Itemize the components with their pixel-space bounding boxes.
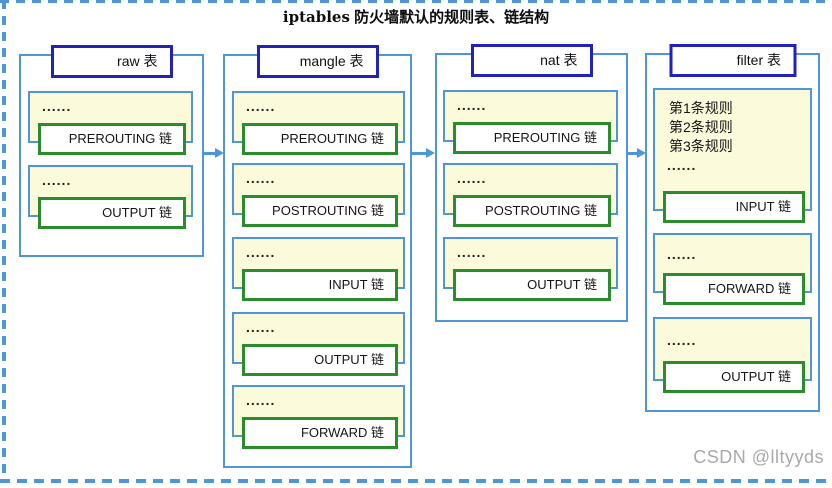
arrow-right-icon: [627, 148, 646, 158]
chain-box-mangle-forward: FORWARD 链: [242, 417, 398, 449]
ellipsis-label: ......: [42, 98, 72, 114]
table-raw-title: raw 表: [50, 45, 173, 78]
chain-group-nat-postrouting: ...... POSTROUTING 链: [443, 163, 618, 227]
chain-box-nat-output: OUTPUT 链: [453, 269, 611, 301]
table-nat: nat 表 ...... PREROUTING 链 ...... POSTROU…: [435, 44, 628, 322]
chain-box-raw-prerouting: PREROUTING 链: [38, 123, 186, 155]
table-mangle: mangle 表 ...... PREROUTING 链 ...... POST…: [223, 45, 412, 468]
chain-group-raw-prerouting: ...... PREROUTING 链: [28, 91, 193, 155]
arrow-right-icon: [412, 148, 435, 158]
ellipsis-label: ......: [246, 170, 276, 186]
chain-group-mangle-postrouting: ...... POSTROUTING 链: [232, 163, 405, 227]
ellipsis-label: ......: [667, 246, 697, 262]
ellipsis-label: ......: [246, 319, 276, 335]
ellipsis-label: ......: [457, 97, 487, 113]
ellipsis-label: ......: [246, 244, 276, 260]
rule-list: 第1条规则 第2条规则 第3条规则: [655, 90, 810, 158]
chain-box-nat-prerouting: PREROUTING 链: [453, 122, 611, 154]
table-raw: raw 表 ...... PREROUTING 链 ...... OUTPUT …: [19, 45, 204, 257]
chain-box-mangle-postrouting: POSTROUTING 链: [242, 195, 398, 227]
chain-box-filter-forward: FORWARD 链: [663, 273, 805, 305]
diagram-title: iptables 防火墙默认的规则表、链结构: [0, 6, 832, 27]
chain-box-raw-output: OUTPUT 链: [38, 197, 186, 229]
chain-group-nat-prerouting: ...... PREROUTING 链: [443, 90, 618, 154]
dashed-border-left: [2, 0, 6, 483]
chain-box-filter-output: OUTPUT 链: [663, 361, 805, 393]
chain-group-mangle-output: ...... OUTPUT 链: [232, 312, 405, 376]
chain-box-mangle-output: OUTPUT 链: [242, 344, 398, 376]
arrow-right-icon: [204, 148, 224, 158]
chain-group-mangle-forward: ...... FORWARD 链: [232, 385, 405, 449]
chain-group-raw-output: ...... OUTPUT 链: [28, 165, 193, 229]
chain-group-filter-forward: ...... FORWARD 链: [653, 233, 812, 305]
chain-group-nat-output: ...... OUTPUT 链: [443, 237, 618, 301]
ellipsis-label: ......: [457, 170, 487, 186]
dashed-border-top: [0, 0, 832, 3]
chain-group-filter-input: 第1条规则 第2条规则 第3条规则 ...... INPUT 链: [653, 88, 812, 223]
table-filter-title: filter 表: [669, 44, 796, 77]
diagram-title-prefix: iptables: [282, 8, 350, 26]
table-mangle-title: mangle 表: [256, 45, 379, 78]
watermark: CSDN @lltyyds: [693, 447, 824, 467]
chain-box-filter-input: INPUT 链: [663, 191, 805, 223]
diagram-title-suffix: 防火墙默认的规则表、链结构: [349, 9, 550, 26]
ellipsis-label: ......: [246, 98, 276, 114]
chain-box-mangle-input: INPUT 链: [242, 269, 398, 301]
table-filter: filter 表 第1条规则 第2条规则 第3条规则 ...... INPUT …: [645, 44, 820, 412]
dashed-border-bottom: [0, 479, 832, 483]
rule-item: 第2条规则: [669, 119, 733, 135]
rule-item: 第3条规则: [669, 138, 733, 154]
chain-group-filter-output: ...... OUTPUT 链: [653, 317, 812, 393]
ellipsis-label: ......: [42, 172, 72, 188]
table-nat-title: nat 表: [470, 44, 593, 77]
chain-group-mangle-input: ...... INPUT 链: [232, 237, 405, 301]
rule-item: 第1条规则: [669, 100, 733, 116]
chain-box-mangle-prerouting: PREROUTING 链: [242, 123, 398, 155]
ellipsis-label: ......: [457, 244, 487, 260]
ellipsis-label: ......: [667, 332, 697, 348]
ellipsis-label: ......: [667, 157, 697, 173]
ellipsis-label: ......: [246, 392, 276, 408]
chain-box-nat-postrouting: POSTROUTING 链: [453, 195, 611, 227]
chain-group-mangle-prerouting: ...... PREROUTING 链: [232, 91, 405, 155]
